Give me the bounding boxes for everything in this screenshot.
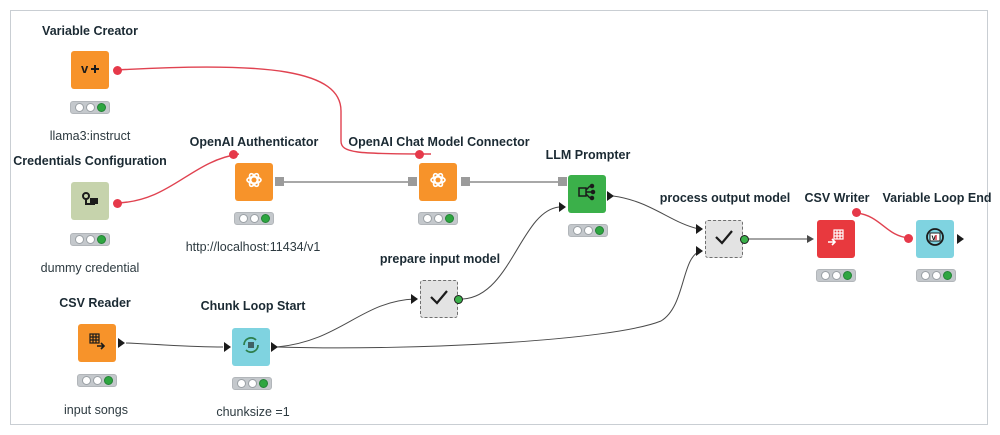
openai-chat-model-connector-status <box>418 212 458 225</box>
chunk-loop-start-status <box>232 377 272 390</box>
csv-writer-status <box>816 269 856 282</box>
variable-loop-end-out-port[interactable] <box>957 234 964 244</box>
chat-connector-in-port[interactable] <box>408 177 417 186</box>
loop-end-icon: v <box>924 226 946 253</box>
chunk-loop-start-in-port[interactable] <box>224 342 231 352</box>
llm-prompter-model-in-port[interactable] <box>558 177 567 186</box>
openai-icon <box>244 170 264 195</box>
prepare-input-model-in-port[interactable] <box>411 294 418 304</box>
check-icon <box>713 227 735 252</box>
credentials-configuration-title: Credentials Configuration <box>13 154 167 168</box>
process-output-model-title: process output model <box>659 191 791 205</box>
llm-prompter-icon <box>576 182 598 207</box>
llm-prompter-status <box>568 224 608 237</box>
wire-credentials-to-authenticator <box>116 153 240 204</box>
check-icon <box>428 287 450 312</box>
wire-prepare-to-llm-prompter <box>462 206 560 300</box>
variable-loop-end-status <box>916 269 956 282</box>
prepare-input-model-node[interactable] <box>420 280 458 318</box>
variable-creator-out-port[interactable] <box>113 66 122 75</box>
csv-reader-caption[interactable]: input songs <box>64 403 128 417</box>
wire-chunk-loop-to-process <box>276 250 702 349</box>
process-output-model-out-port[interactable] <box>740 235 749 244</box>
csv-reader-out-port[interactable] <box>118 338 125 348</box>
workflow-canvas[interactable]: Variable Creator v llama3:instruct Crede… <box>10 10 992 425</box>
variable-creator-title: Variable Creator <box>42 24 138 38</box>
process-output-model-in-port-2[interactable] <box>696 246 703 256</box>
variable-loop-end-in-port[interactable] <box>904 234 913 243</box>
variable-creator-node[interactable]: v <box>71 51 109 89</box>
csv-reader-icon <box>87 331 107 356</box>
variable-loop-end-node[interactable]: v <box>916 220 954 258</box>
chunk-loop-start-out-port[interactable] <box>271 342 278 352</box>
loop-start-icon <box>240 334 262 361</box>
prepare-input-model-title: prepare input model <box>379 252 501 266</box>
variable-creator-caption[interactable]: llama3:instruct <box>49 129 131 143</box>
arrow-into-csv-writer <box>807 235 814 243</box>
chunk-loop-start-node[interactable] <box>232 328 270 366</box>
csv-reader-status <box>77 374 117 387</box>
credentials-icon <box>79 189 101 214</box>
prepare-input-model-out-port[interactable] <box>454 295 463 304</box>
chunk-loop-start-caption[interactable]: chunksize =1 <box>216 405 290 419</box>
credentials-out-port[interactable] <box>113 199 122 208</box>
openai-authenticator-out-port[interactable] <box>275 177 284 186</box>
openai-authenticator-var-in-port[interactable] <box>229 150 238 159</box>
process-output-model-in-port-1[interactable] <box>696 224 703 234</box>
svg-text:v: v <box>81 61 89 76</box>
chunk-loop-start-title: Chunk Loop Start <box>200 299 306 313</box>
csv-writer-node[interactable] <box>817 220 855 258</box>
csv-writer-title: CSV Writer <box>804 191 870 205</box>
wire-variable-creator-to-chat-connector <box>116 66 432 155</box>
chat-connector-out-port[interactable] <box>461 177 470 186</box>
wire-csvwriter-to-loopend <box>856 212 910 239</box>
wire-csv-reader-to-chunk-loop <box>125 342 224 348</box>
llm-prompter-out-port[interactable] <box>607 191 614 201</box>
process-output-model-node[interactable] <box>705 220 743 258</box>
openai-authenticator-status <box>234 212 274 225</box>
csv-writer-var-out-port[interactable] <box>852 208 861 217</box>
csv-writer-icon <box>826 227 846 252</box>
credentials-configuration-caption[interactable]: dummy credential <box>40 261 140 275</box>
variable-creator-status <box>70 101 110 114</box>
openai-authenticator-node[interactable] <box>235 163 273 201</box>
wire-llm-prompter-to-process <box>612 195 700 230</box>
variable-loop-end-title: Variable Loop End <box>882 191 992 205</box>
connections-layer <box>116 66 910 349</box>
svg-text:v: v <box>932 233 937 242</box>
llm-prompter-title: LLM Prompter <box>545 148 631 162</box>
openai-icon <box>428 170 448 195</box>
wire-chunk-loop-to-prepare <box>276 298 416 348</box>
openai-chat-model-connector-title: OpenAI Chat Model Connector <box>348 135 530 149</box>
chat-connector-var-in-port[interactable] <box>415 150 424 159</box>
openai-authenticator-title: OpenAI Authenticator <box>189 135 319 149</box>
csv-reader-node[interactable] <box>78 324 116 362</box>
openai-authenticator-caption[interactable]: http://localhost:11434/v1 <box>185 240 321 254</box>
llm-prompter-node[interactable] <box>568 175 606 213</box>
openai-chat-model-connector-node[interactable] <box>419 163 457 201</box>
credentials-configuration-node[interactable] <box>71 182 109 220</box>
llm-prompter-data-in-port[interactable] <box>559 202 566 212</box>
credentials-configuration-status <box>70 233 110 246</box>
variable-plus-icon: v <box>79 58 101 83</box>
csv-reader-title: CSV Reader <box>59 296 131 310</box>
